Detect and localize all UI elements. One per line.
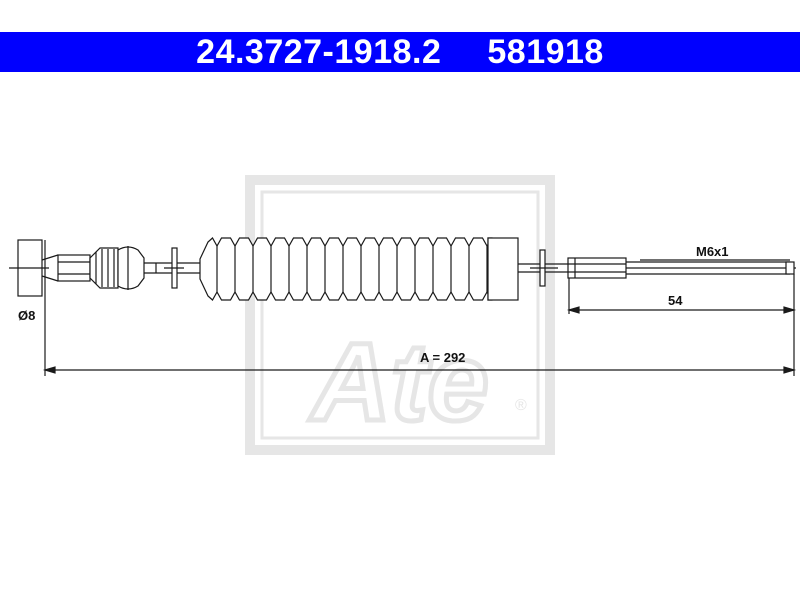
rubber-cap (117, 246, 145, 290)
bellows-outline (199, 237, 493, 301)
part-number: 24.3727-1918.2 (196, 32, 442, 71)
total-length-label: A = 292 (420, 350, 465, 365)
watermark-frame-inner (260, 190, 540, 440)
header-bar: 24.3727-1918.2 581918 (0, 32, 800, 72)
watermark: Ate ® (245, 175, 555, 455)
bellows (199, 237, 493, 301)
stem (57, 254, 91, 282)
diameter-label: Ø8 (18, 308, 35, 323)
threaded-sleeve (567, 257, 627, 279)
watermark-frame-outer (245, 175, 555, 455)
boot-end-cap (487, 237, 519, 301)
adjuster-nut (89, 247, 119, 289)
reference-number: 581918 (487, 32, 604, 71)
threaded-rod-end (785, 261, 795, 275)
watermark-registered-mark: ® (515, 397, 527, 414)
thread-length-label: 54 (668, 293, 683, 308)
thread-label: M6x1 (696, 244, 729, 259)
watermark-logo: Ate (308, 321, 488, 444)
